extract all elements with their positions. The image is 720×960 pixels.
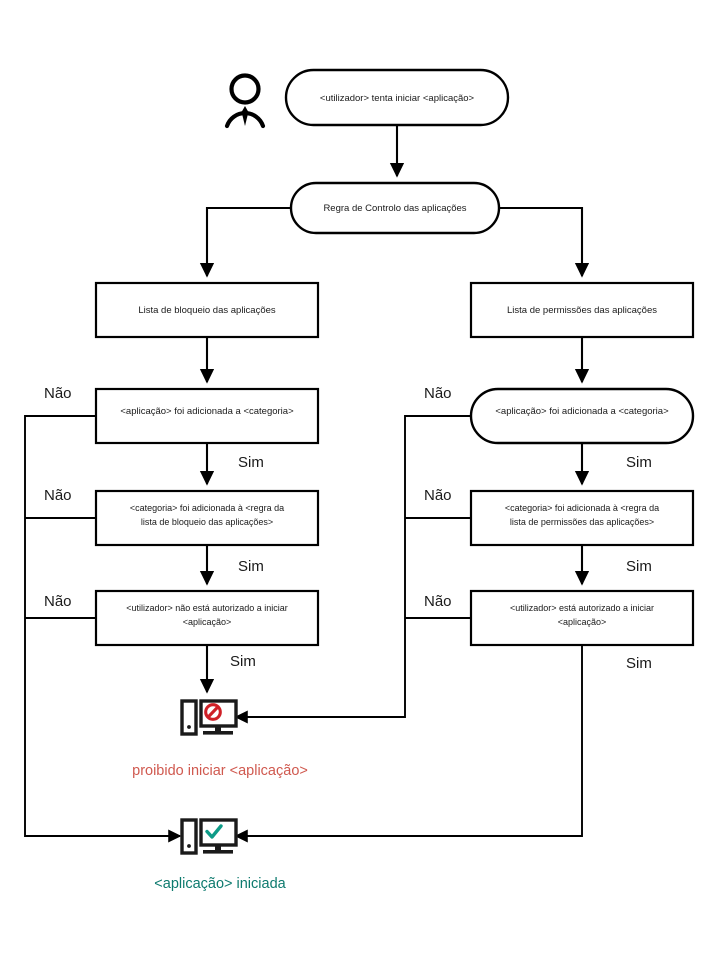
node-allow-list — [469, 281, 695, 339]
node-allow-category-rule-line1: <categoria> foi adicionada à <regra da — [505, 503, 659, 513]
branch-label-right-no-3: Não — [424, 593, 452, 610]
node-block-category-rule-line2: lista de bloqueio das aplicações> — [141, 517, 273, 527]
node-allow-app-category-label: <aplicação> foi adicionada a <categoria> — [495, 406, 669, 417]
denied-outcome-label: proibido iniciar <aplicação> — [132, 763, 308, 779]
computer-allowed-icon — [180, 818, 238, 855]
branch-label-left-no-1: Não — [44, 385, 72, 402]
edge-rule-to-blocklist — [199, 206, 291, 278]
branch-label-right-yes-1: Sim — [626, 454, 652, 471]
utilizador-actor-icon — [224, 73, 266, 129]
node-allow-user-auth-line2: <aplicação> — [558, 617, 607, 627]
node-allow-user-auth — [469, 589, 695, 647]
computer-blocked-icon — [180, 699, 238, 736]
node-block-list-label: Lista de bloqueio das aplicações — [138, 305, 276, 316]
edge-rule-to-allowlist — [499, 206, 590, 278]
allowed-outcome-label: <aplicação> iniciada — [154, 876, 286, 892]
node-block-category-rule-line1: <categoria> foi adicionada à <regra da — [130, 503, 284, 513]
branch-label-right-no-2: Não — [424, 487, 452, 504]
node-allow-category-rule-line2: lista de permissões das aplicações> — [510, 517, 654, 527]
branch-label-right-yes-3: Sim — [626, 655, 652, 672]
branch-label-left-no-3: Não — [44, 593, 72, 610]
node-rule-label: Regra de Controlo das aplicações — [323, 203, 466, 214]
node-allow-user-auth-line1: <utilizador> está autorizado a iniciar — [510, 603, 654, 613]
edge-right-no-merge-1 — [234, 415, 471, 724]
edge-left-no-merge-1 — [24, 415, 182, 843]
branch-label-left-yes-1: Sim — [238, 454, 264, 471]
branch-label-left-no-2: Não — [44, 487, 72, 504]
node-block-user-auth-line2: <aplicação> — [183, 617, 232, 627]
branch-label-left-yes-2: Sim — [238, 558, 264, 575]
edge-userauth-to-allowed — [234, 645, 583, 843]
branch-label-right-no-1: Não — [424, 385, 452, 402]
node-start-label: <utilizador> tenta iniciar <aplicação> — [320, 93, 475, 104]
branch-label-right-yes-2: Sim — [626, 558, 652, 575]
node-block-user-auth-line1: <utilizador> não está autorizado a inici… — [126, 603, 288, 613]
node-allow-list-label: Lista de permissões das aplicações — [507, 305, 657, 316]
branch-label-left-yes-3: Sim — [230, 653, 256, 670]
node-block-app-category-label: <aplicação> foi adicionada a <categoria> — [120, 406, 294, 417]
